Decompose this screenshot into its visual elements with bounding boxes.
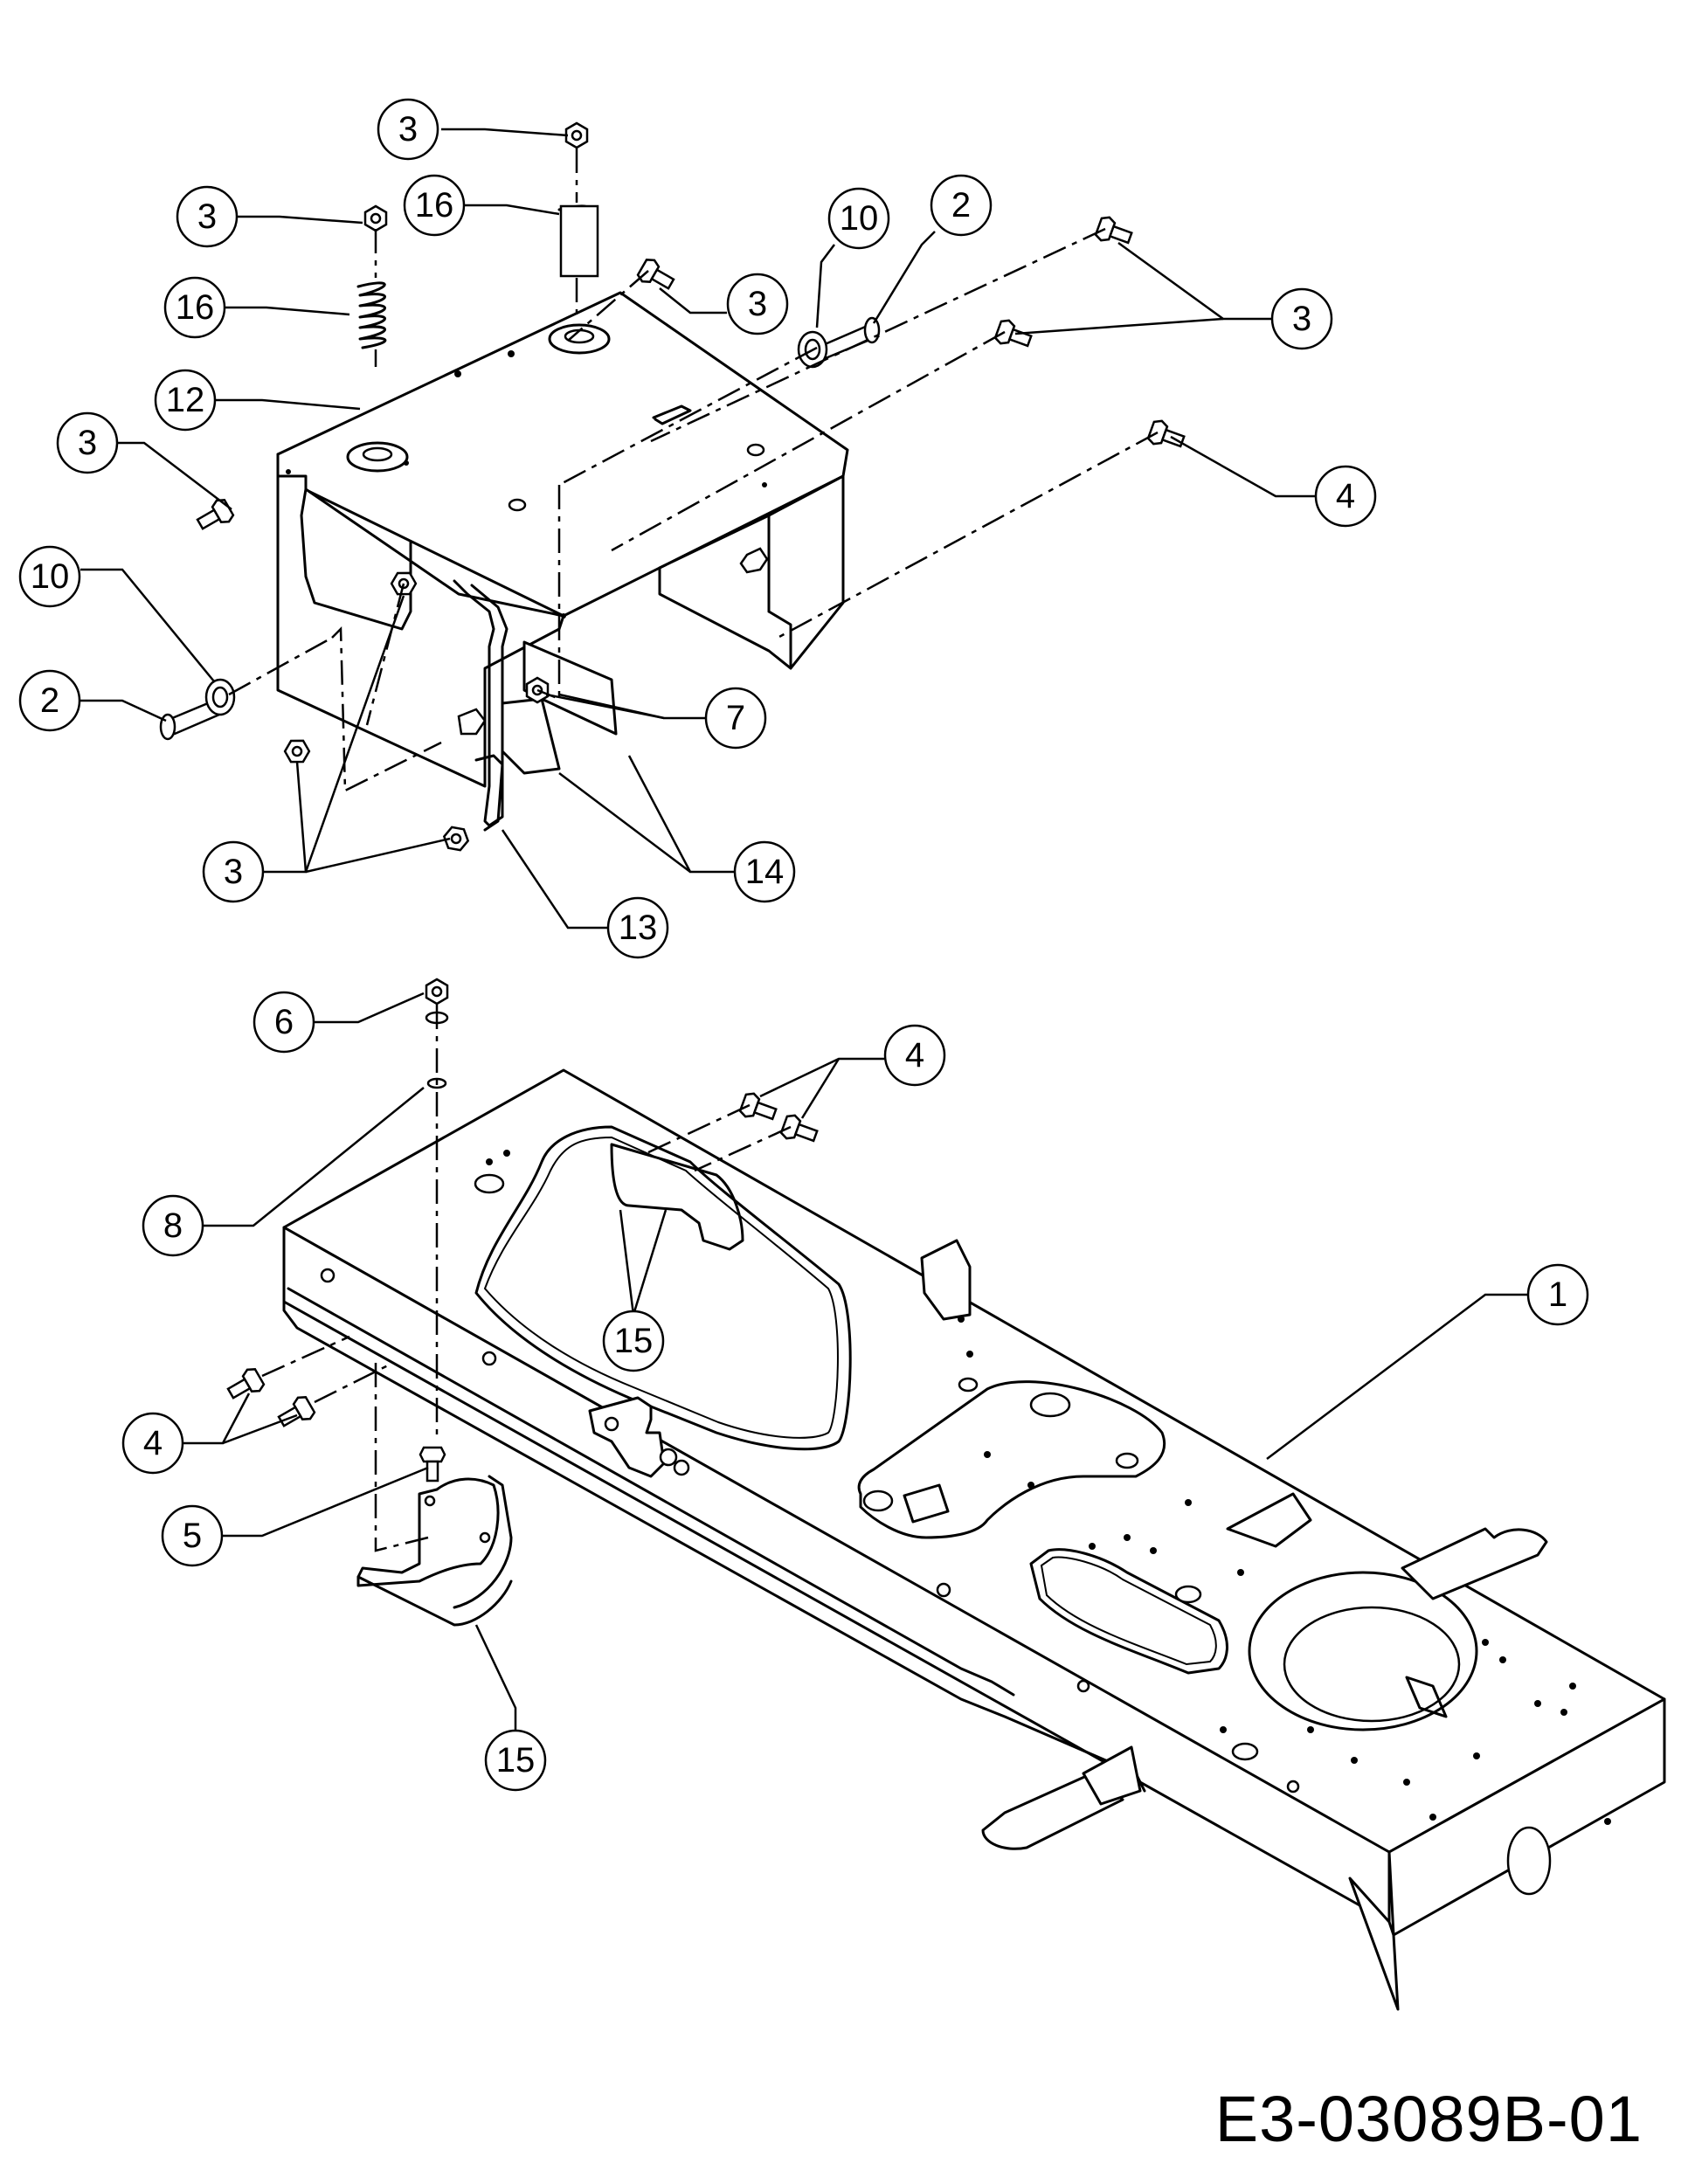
svg-text:2: 2 bbox=[951, 186, 971, 225]
callout-3-left-top: 3 bbox=[176, 185, 239, 248]
drawing-number: E3-03089B-01 bbox=[1214, 2083, 1643, 2155]
callout-15-inner: 15 bbox=[602, 1310, 665, 1372]
main-frame bbox=[282, 1068, 1666, 2011]
svg-text:4: 4 bbox=[905, 1036, 924, 1075]
callout-3-left: 3 bbox=[56, 411, 119, 474]
svg-text:3: 3 bbox=[197, 197, 217, 236]
svg-text:1: 1 bbox=[1548, 1275, 1567, 1314]
seat-adjust-rail bbox=[453, 579, 508, 832]
callout-10-left: 10 bbox=[18, 545, 81, 608]
svg-text:14: 14 bbox=[745, 853, 785, 891]
callout-13: 13 bbox=[606, 896, 669, 959]
callout-3-right: 3 bbox=[1270, 287, 1333, 350]
callout-16-left: 16 bbox=[163, 276, 226, 339]
callout-12: 12 bbox=[154, 369, 217, 432]
callout-3-bottom: 3 bbox=[202, 840, 265, 903]
svg-text:3: 3 bbox=[398, 110, 418, 149]
svg-text:2: 2 bbox=[40, 681, 59, 720]
svg-text:16: 16 bbox=[415, 186, 454, 225]
callout-5: 5 bbox=[161, 1504, 224, 1567]
svg-text:16: 16 bbox=[176, 288, 215, 327]
callout-6: 6 bbox=[253, 991, 315, 1054]
svg-text:3: 3 bbox=[78, 424, 97, 462]
belt-guide-bracket bbox=[356, 1475, 513, 1627]
svg-text:4: 4 bbox=[143, 1424, 163, 1462]
shoulder-bolt-left bbox=[159, 678, 236, 741]
svg-text:6: 6 bbox=[274, 1003, 294, 1041]
spring-right bbox=[557, 204, 599, 278]
spring-left bbox=[356, 281, 387, 349]
callout-15-bottom: 15 bbox=[484, 1729, 547, 1792]
svg-text:15: 15 bbox=[614, 1322, 654, 1360]
seat-support-bracket bbox=[276, 291, 849, 788]
callout-4-left: 4 bbox=[121, 1412, 184, 1475]
svg-text:5: 5 bbox=[183, 1517, 202, 1555]
svg-text:12: 12 bbox=[166, 381, 205, 419]
callout-14: 14 bbox=[733, 840, 796, 903]
svg-text:10: 10 bbox=[840, 199, 879, 238]
callout-2-left: 2 bbox=[18, 669, 81, 732]
callout-3-mid: 3 bbox=[726, 273, 789, 335]
svg-text:10: 10 bbox=[31, 557, 70, 596]
shoulder-bolt-top bbox=[797, 316, 881, 369]
svg-text:15: 15 bbox=[496, 1741, 536, 1780]
callout-7: 7 bbox=[704, 687, 767, 750]
callout-4-right: 4 bbox=[1314, 465, 1377, 528]
callout-4-top: 4 bbox=[883, 1024, 946, 1087]
callout-8: 8 bbox=[142, 1194, 204, 1257]
svg-text:3: 3 bbox=[748, 285, 767, 323]
svg-text:3: 3 bbox=[1292, 300, 1311, 338]
svg-text:8: 8 bbox=[163, 1206, 183, 1245]
callout-1: 1 bbox=[1526, 1263, 1589, 1326]
callout-10-top: 10 bbox=[827, 187, 890, 250]
svg-text:3: 3 bbox=[224, 853, 243, 891]
seat-plates bbox=[501, 640, 618, 775]
callout-2-top: 2 bbox=[930, 174, 993, 237]
callout-3-top: 3 bbox=[377, 98, 439, 161]
svg-text:13: 13 bbox=[619, 909, 658, 947]
callout-16-top: 16 bbox=[403, 174, 466, 237]
svg-text:7: 7 bbox=[726, 699, 745, 737]
svg-text:4: 4 bbox=[1336, 477, 1355, 515]
